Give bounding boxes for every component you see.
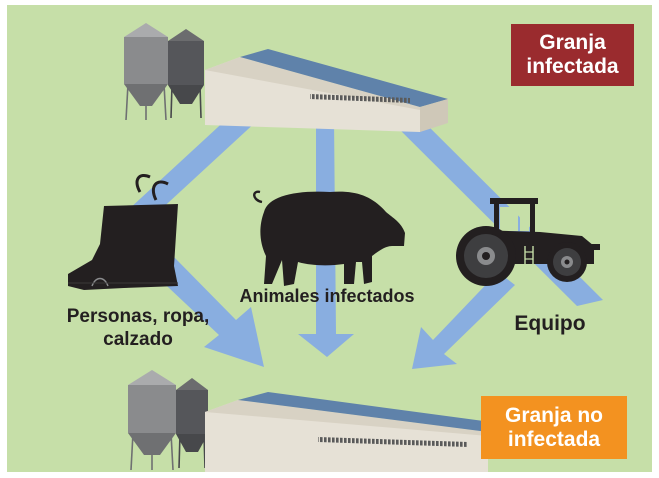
arrow-right-down-icon [412, 272, 515, 369]
infected-farm-line1: Granja [539, 31, 606, 55]
bottom-barn-icon [205, 392, 506, 472]
label-people-clothing-footwear: Personas, ropa, calzado [66, 306, 210, 350]
arrow-to-boot-icon [128, 104, 271, 214]
pig-icon [253, 190, 405, 286]
bottom-silos-icon [128, 370, 208, 471]
clean-farm-line2: infectada [507, 427, 601, 451]
infected-farm-badge: Granja infectada [511, 24, 634, 86]
clean-farm-line1: Granja no [504, 403, 604, 427]
infected-farm-line2: infectada [526, 55, 619, 78]
label-equipment: Equipo [514, 312, 586, 335]
tractor-icon [456, 198, 600, 286]
boot-icon [68, 174, 178, 290]
clean-farm-badge: Granja no infectada [481, 396, 627, 459]
top-silos-icon [124, 23, 204, 121]
label-infected-animals: Animales infectados [239, 286, 415, 306]
top-barn-icon [205, 49, 448, 132]
arrow-left-down-icon [152, 256, 264, 367]
